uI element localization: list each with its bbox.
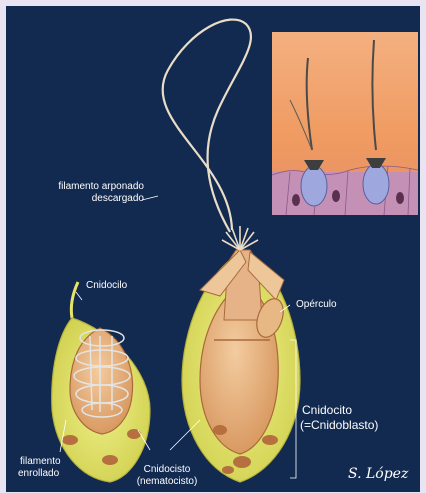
label-cnidocilo: Cnidocilo [86, 280, 127, 291]
cnidocyte-discharged [182, 226, 300, 482]
artist-signature: S. López [348, 466, 408, 482]
label-filamento: filamento [20, 456, 61, 467]
label-cnidocito: Cnidocito [302, 403, 352, 417]
label-cnidoblasto: (=Cnidoblasto) [300, 418, 378, 432]
label-cnidocisto: Cnidocisto [122, 464, 212, 475]
label-nematocisto: (nematocisto) [122, 476, 212, 487]
label-operculo: Opérculo [296, 299, 337, 310]
label-descargado: descargado [28, 193, 144, 204]
discharged-thread [163, 20, 251, 232]
label-filamento-arponado: filamento arponado [28, 181, 144, 192]
cnidocyte-coiled [52, 282, 150, 482]
label-enrollado: enrollado [18, 468, 59, 479]
epithelium-inset [272, 32, 418, 215]
